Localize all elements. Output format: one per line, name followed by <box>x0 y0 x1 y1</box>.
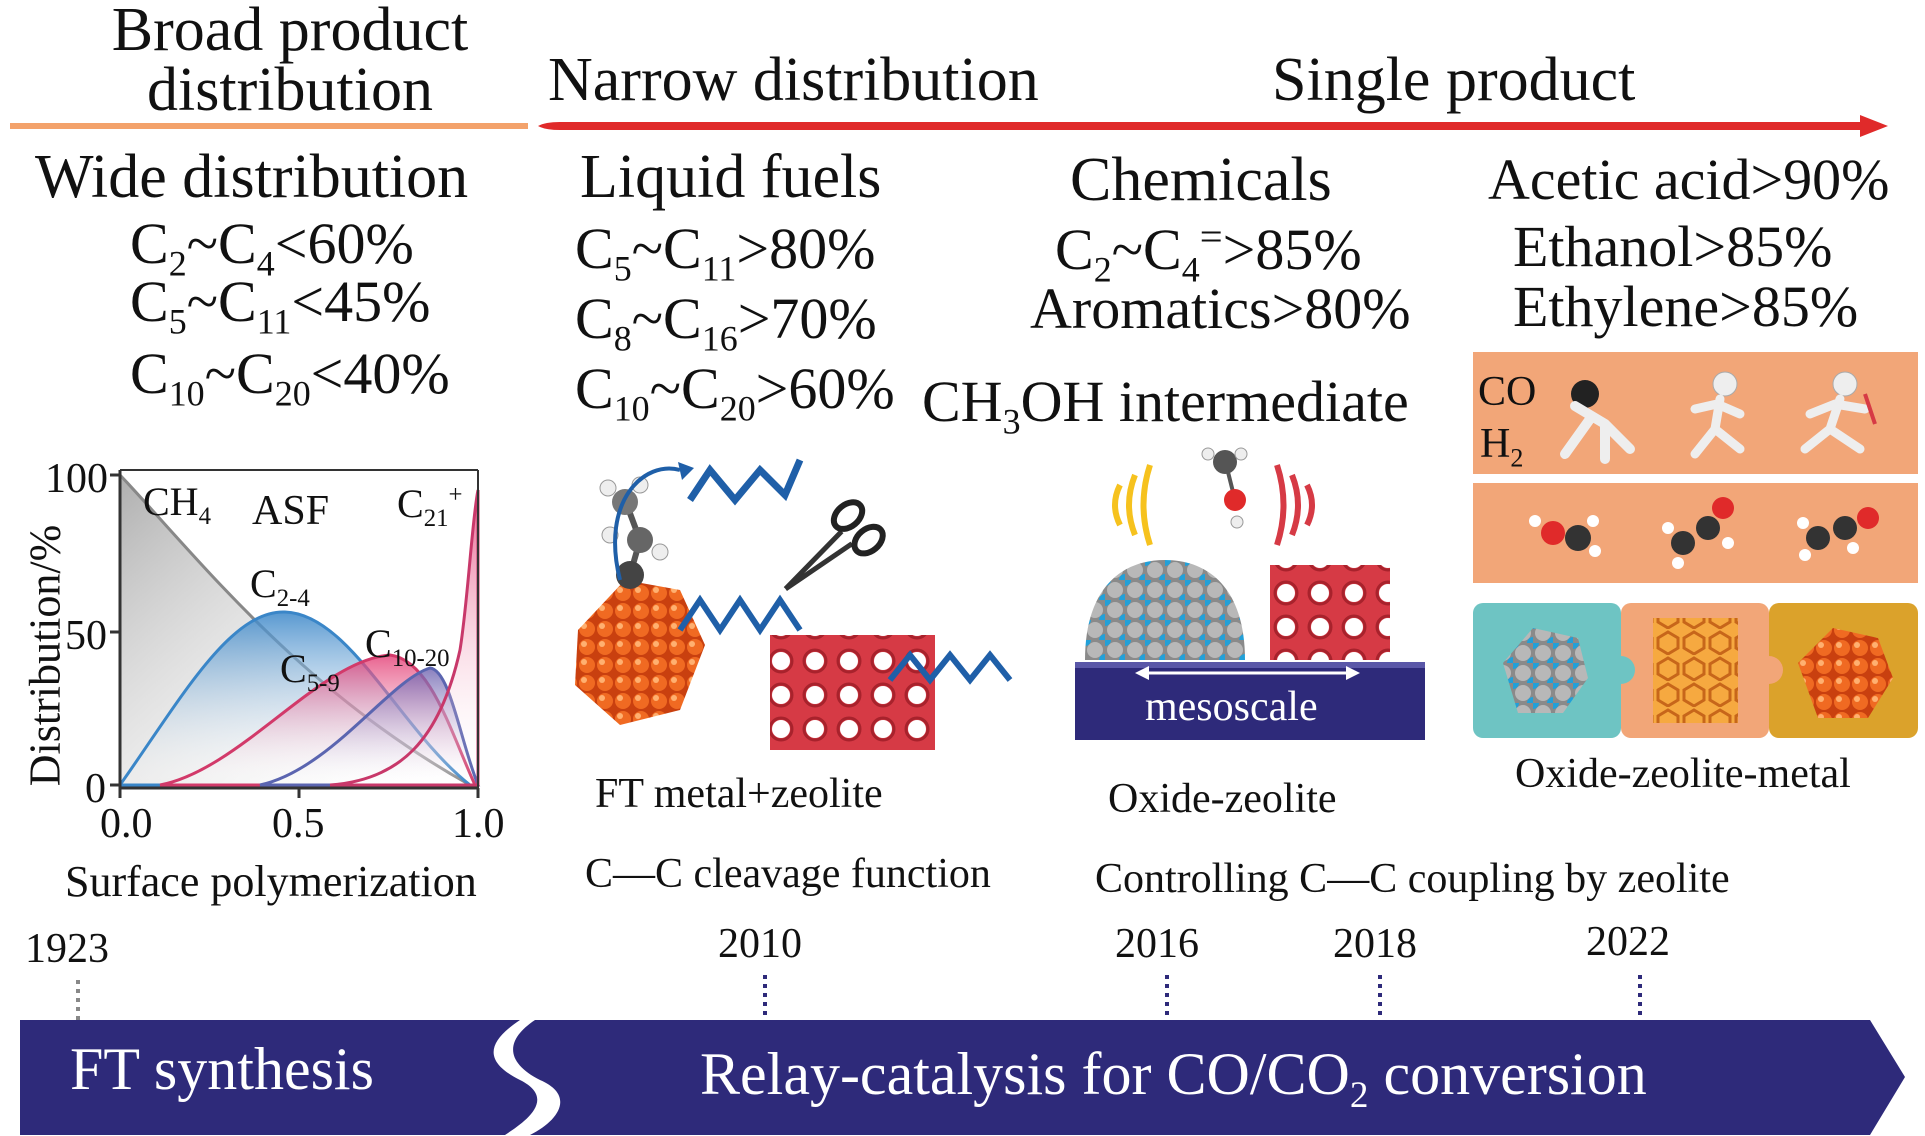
ethanol: Ethanol>85% <box>1513 214 1833 279</box>
label-c10-20: C10-20 <box>365 621 450 672</box>
adsorbed-molecule <box>599 476 669 589</box>
liquid-row-2: C8~C16>70% <box>575 286 877 359</box>
co-label: CO <box>1478 369 1537 415</box>
mesoscale-arrow-right <box>1346 666 1360 680</box>
curved-arrow-head <box>678 462 694 480</box>
asf-xlabel: Surface polymerization <box>65 857 477 906</box>
mesoscale-arrow-left <box>1135 666 1149 680</box>
runner-mid-icon <box>1690 371 1745 459</box>
chain-wave-1 <box>677 594 803 636</box>
ytick-label-100: 100 <box>45 456 108 502</box>
xtick-label-0: 0.0 <box>100 801 153 847</box>
year-ticks <box>76 975 1642 1020</box>
wide-title: Wide distribution <box>35 143 469 211</box>
xtick-label-05: 0.5 <box>272 801 325 847</box>
curved-arrow <box>613 466 681 581</box>
chain-wave-3 <box>687 458 804 506</box>
puzzle-panels <box>1473 603 1918 738</box>
relay-catalysis-label: Relay-catalysis for CO/CO2 conversion <box>700 1041 1647 1116</box>
ft-synthesis-label: FT synthesis <box>70 1036 374 1102</box>
h2-label: H2 <box>1480 421 1524 473</box>
runner-finish-icon <box>1800 371 1877 454</box>
year-2016: 2016 <box>1115 921 1199 967</box>
relay-catalysis-segment <box>513 1020 1906 1135</box>
chemicals-title: Chemicals <box>1070 146 1332 214</box>
coupling-function: Controlling C—C coupling by zeolite <box>1095 856 1730 902</box>
wide-row-3: C10~C20<40% <box>130 341 450 414</box>
methanol-molecule <box>1201 447 1248 529</box>
metal-particle <box>575 580 705 725</box>
ethylene-molecule <box>1797 507 1879 561</box>
liquid-row-1: C5~C11>80% <box>575 216 876 289</box>
liquid-row-3: C10~C20>60% <box>575 356 895 429</box>
mesoscale-support <box>1075 662 1425 740</box>
phase-broad: Broad product distribution <box>111 0 469 124</box>
oxide-zeolite-illustration <box>1075 447 1425 740</box>
zeolite-cube <box>1270 565 1390 660</box>
year-2018: 2018 <box>1333 921 1417 967</box>
year-2010: 2010 <box>718 921 802 967</box>
chemicals-aromatics: Aromatics>80% <box>1030 276 1411 341</box>
label-c2-4: C2-4 <box>250 561 310 612</box>
ft-metal-zeolite-illustration <box>575 458 1013 750</box>
chain-wave-2 <box>887 650 1013 685</box>
phase-single: Single product <box>1272 46 1636 114</box>
product-molecules <box>1529 497 1879 569</box>
ytick-label-0: 0 <box>85 766 106 812</box>
zeolite-framework <box>1653 618 1738 723</box>
year-1923: 1923 <box>25 926 109 972</box>
red-arrow <box>538 115 1888 137</box>
ft-synthesis-segment <box>20 1020 538 1135</box>
c21-curve <box>329 489 480 787</box>
oxide-cluster <box>1503 628 1588 713</box>
puzzle-knob-1 <box>1607 656 1635 684</box>
runner-figures <box>1560 371 1877 464</box>
label-c5-9: C5-9 <box>280 646 340 697</box>
wide-row-1: C2~C4<60% <box>130 211 414 284</box>
ethylene: Ethylene>85% <box>1513 274 1859 339</box>
puzzle-knob-2 <box>1755 656 1783 684</box>
cleavage-function: C—C cleavage function <box>585 851 991 897</box>
metal-cluster <box>1798 628 1893 718</box>
label-asf: ASF <box>252 488 330 534</box>
signal-left-icon <box>1112 464 1153 546</box>
ytick-label-50: 50 <box>65 613 107 659</box>
xtick-label-1: 1.0 <box>452 801 505 847</box>
ethanol-molecule <box>1662 497 1734 569</box>
runner-start-icon <box>1560 380 1635 464</box>
caption-oxide-zeolite: Oxide-zeolite <box>1108 776 1337 822</box>
liquid-title: Liquid fuels <box>580 143 882 211</box>
label-ch4: CH4 <box>143 479 211 530</box>
year-2022: 2022 <box>1586 919 1670 965</box>
caption-ft-metal: FT metal+zeolite <box>595 771 883 817</box>
signal-right-icon <box>1274 464 1315 546</box>
support-top-edge <box>1075 662 1425 668</box>
chemicals-olefin: C2~C4=>85% <box>1055 214 1362 290</box>
ch3oh-intermediate: CH3OH intermediate <box>922 369 1409 442</box>
asf-chart <box>110 469 481 798</box>
asf-ylabel: Distribution/% <box>20 524 70 787</box>
progress-arrows <box>10 115 1888 137</box>
oxide-particle <box>1085 560 1245 660</box>
phase-narrow: Narrow distribution <box>548 46 1039 114</box>
label-c21: C21+ <box>397 481 463 532</box>
acetic-acid: Acetic acid>90% <box>1488 147 1890 212</box>
wide-row-2: C5~C11<45% <box>130 269 431 342</box>
timeline-bar <box>20 1020 1906 1135</box>
mesoscale-label: mesoscale <box>1145 684 1318 730</box>
scissors-icon <box>783 499 886 591</box>
acetic-acid-molecule <box>1529 515 1601 557</box>
caption-oxide-zeolite-metal: Oxide-zeolite-metal <box>1515 751 1851 797</box>
